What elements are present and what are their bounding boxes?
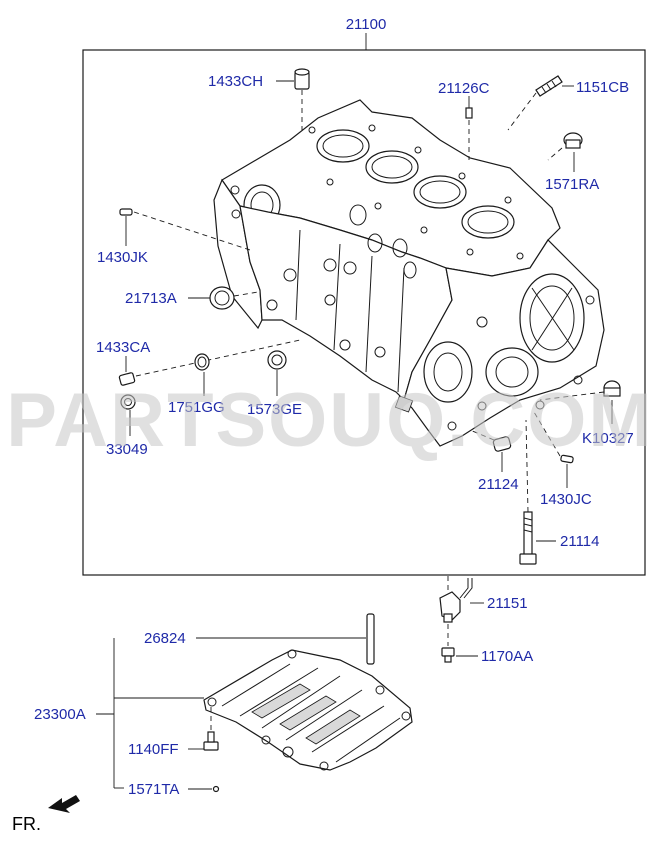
label-1571ra[interactable]: 1571RA [545, 176, 599, 193]
label-21114[interactable]: 21114 [560, 533, 600, 550]
watermark: PARTSOUQ.COM [6, 378, 653, 463]
dash-1571ra [547, 147, 563, 161]
label-1140ff[interactable]: 1140FF [128, 741, 179, 758]
sensor-21151[interactable] [439, 578, 473, 623]
label-1433ca[interactable]: 1433CA [96, 339, 150, 356]
dash-1430jk [133, 211, 251, 251]
label-1571ta[interactable]: 1571TA [128, 781, 179, 798]
seal-1573ge[interactable] [267, 350, 287, 370]
dipstick-26824[interactable] [366, 613, 375, 665]
label-21124[interactable]: 21124 [478, 476, 519, 493]
label-1151cb[interactable]: 1151CB [576, 79, 629, 96]
label-33049[interactable]: 33049 [106, 441, 148, 458]
bolt-21114[interactable] [519, 511, 537, 565]
plug-33049[interactable] [120, 394, 136, 410]
plug-k10327[interactable] [603, 380, 621, 397]
label-26824[interactable]: 26824 [144, 630, 186, 647]
dash-k10327 [539, 391, 605, 401]
front-direction-label: FR. [12, 814, 41, 834]
front-arrow-icon [48, 795, 80, 813]
dash-21713a [233, 291, 259, 297]
oring-1751gg[interactable] [194, 353, 210, 371]
pin-1430jk[interactable] [119, 208, 133, 216]
dash-21124 [469, 429, 495, 441]
plug-1571ta[interactable] [212, 785, 220, 793]
label-k10327[interactable]: K10327 [582, 430, 634, 447]
label-21126c[interactable]: 21126C [438, 80, 490, 97]
label-21713a[interactable]: 21713A [125, 290, 177, 307]
cylinder-block[interactable] [213, 99, 605, 447]
bolt-1170aa[interactable] [441, 647, 455, 663]
dowel-21124[interactable] [492, 436, 512, 452]
label-1751gg[interactable]: 1751GG [168, 399, 225, 416]
block-group-frame [82, 49, 646, 576]
dash-1151cb [507, 92, 537, 131]
label-1170aa[interactable]: 1170AA [481, 648, 533, 665]
plug-1433ch[interactable] [294, 68, 310, 90]
pin-1430jc[interactable] [560, 454, 574, 464]
bolt-1140ff[interactable] [203, 731, 219, 751]
label-1430jk[interactable]: 1430JK [97, 249, 148, 266]
label-23300a[interactable]: 23300A [34, 706, 86, 723]
seal-21713a[interactable] [209, 286, 235, 310]
label-21100[interactable]: 21100 [346, 16, 387, 33]
dash-21114 [525, 419, 529, 513]
plug-1571ra[interactable] [563, 132, 583, 149]
pin-21126c[interactable] [465, 107, 473, 119]
stud-1151cb[interactable] [535, 75, 563, 97]
label-1573ge[interactable]: 1573GE [247, 401, 302, 418]
label-1433ch[interactable]: 1433CH [208, 73, 263, 90]
dash-1433ca [135, 339, 301, 377]
pin-1433ca[interactable] [118, 372, 136, 386]
label-1430jc[interactable]: 1430JC [540, 491, 592, 508]
ladder-frame-23300a[interactable] [203, 649, 413, 771]
label-21151[interactable]: 21151 [487, 595, 528, 612]
